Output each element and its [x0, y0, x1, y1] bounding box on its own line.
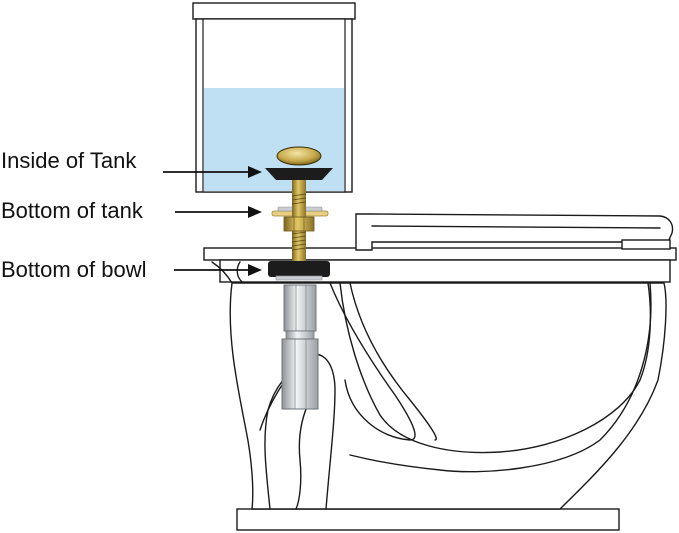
brass-hex-nut [283, 216, 315, 232]
toilet-seat [355, 213, 674, 251]
bowl-inner-curve-2 [339, 282, 652, 454]
tank-bolt-assembly [265, 146, 333, 410]
toilet-bowl [203, 213, 677, 531]
callout-arrows [163, 166, 262, 276]
rubber-cone-washer [265, 168, 333, 180]
bolt-threads [291, 193, 307, 251]
label-bottom-of-bowl: Bottom of bowl [1, 257, 147, 282]
steel-coupling-lower [281, 338, 319, 410]
label-bottom-of-tank: Bottom of tank [1, 198, 143, 223]
foot-curve [295, 399, 311, 510]
bowl-outer-shell [229, 282, 667, 510]
bowl-rim [203, 247, 677, 261]
bowl-inner-curve [349, 282, 652, 473]
seat-line [371, 225, 661, 229]
bowl-rim-front [219, 259, 671, 283]
bowl-base [236, 508, 620, 531]
bowl-washer-plate [275, 275, 323, 281]
bolt-shaft-upper [292, 180, 306, 192]
rim-curl [236, 261, 243, 283]
label-inside-of-tank: Inside of Tank [1, 148, 137, 173]
tank-lid [192, 2, 356, 20]
bolt-head [276, 146, 322, 166]
seat-bumper [621, 239, 671, 250]
trapway-outer [329, 282, 416, 441]
steel-coupling-upper [283, 284, 317, 332]
rubber-washer-bowl [268, 261, 330, 277]
trapway-inner [349, 282, 437, 441]
siphon-lower [259, 353, 336, 510]
toilet-tank [192, 2, 356, 193]
